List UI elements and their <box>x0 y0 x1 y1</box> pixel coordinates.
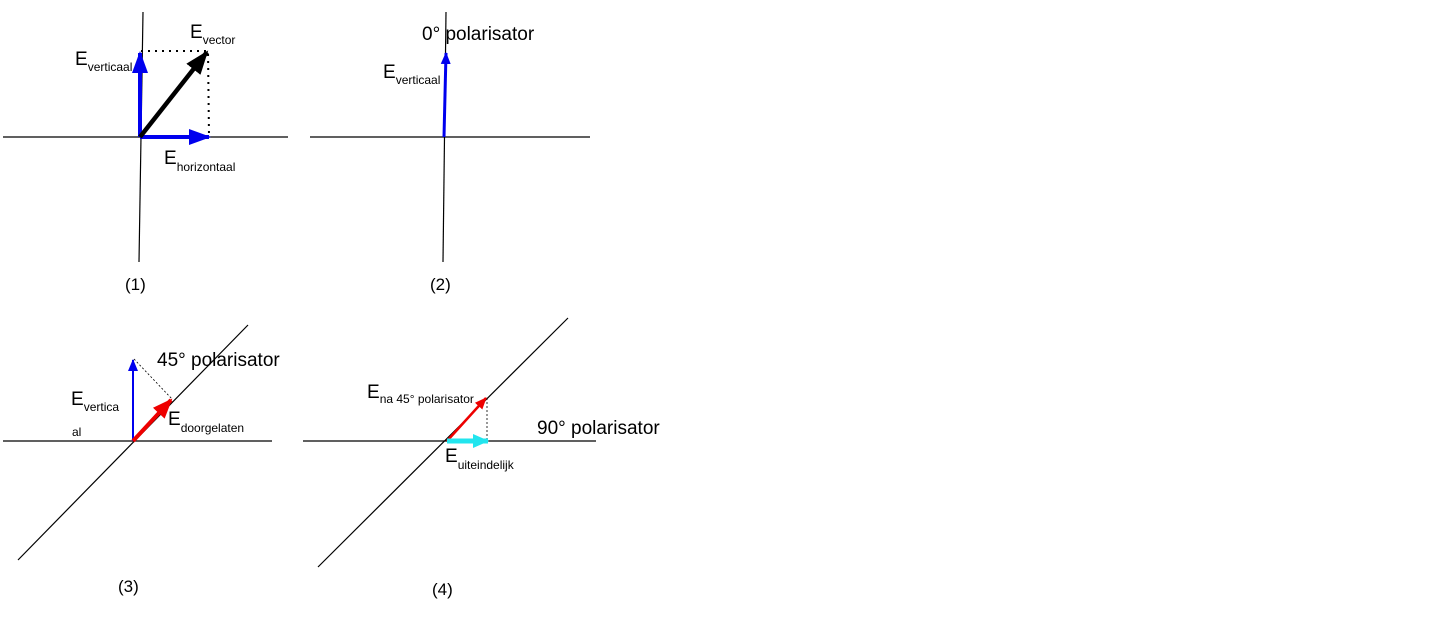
panel-2: 0° polarisator Everticaal (2) <box>310 11 590 294</box>
label-e-vertical-wrap: al <box>72 425 81 439</box>
label-0-polarizer: 0° polarisator <box>422 24 535 45</box>
label-e-verticaal: Everticaal <box>75 49 132 74</box>
label-e-vertical: Evertica <box>71 389 119 414</box>
label-90-polarizer: 90° polarisator <box>537 418 660 439</box>
label-e-na-45: Ena 45° polarisator <box>367 382 474 406</box>
e-vector-arrow <box>138 50 209 139</box>
label-e-vector: Evector <box>190 22 235 47</box>
transmitted-arrow <box>131 398 173 443</box>
label-e-horizontaal: Ehorizontaal <box>164 148 235 174</box>
45-polarizer-axis <box>317 317 569 568</box>
caption-1: (1) <box>125 275 146 294</box>
panel-3: 45° polarisator Evertica al Edoorgelaten… <box>3 324 280 596</box>
45-polarizer-axis <box>17 324 249 561</box>
panel-4: Ena 45° polarisator 90° polarisator Euit… <box>303 317 660 599</box>
caption-3: (3) <box>118 577 139 596</box>
label-e-uiteindelijk: Euiteindelijk <box>445 446 515 472</box>
component-projection-dotted <box>141 50 210 138</box>
caption-2: (2) <box>430 275 451 294</box>
vertical-component-arrow <box>440 52 451 138</box>
label-e-verticaal: Everticaal <box>383 62 440 87</box>
panel-1: Everticaal Evector Ehorizontaal (1) <box>3 11 288 294</box>
caption-4: (4) <box>432 580 453 599</box>
label-e-doorgelaten: Edoorgelaten <box>168 409 244 435</box>
label-45-polarizer: 45° polarisator <box>157 350 280 371</box>
after-45-arrow <box>446 397 487 442</box>
projection-dotted <box>133 358 173 400</box>
